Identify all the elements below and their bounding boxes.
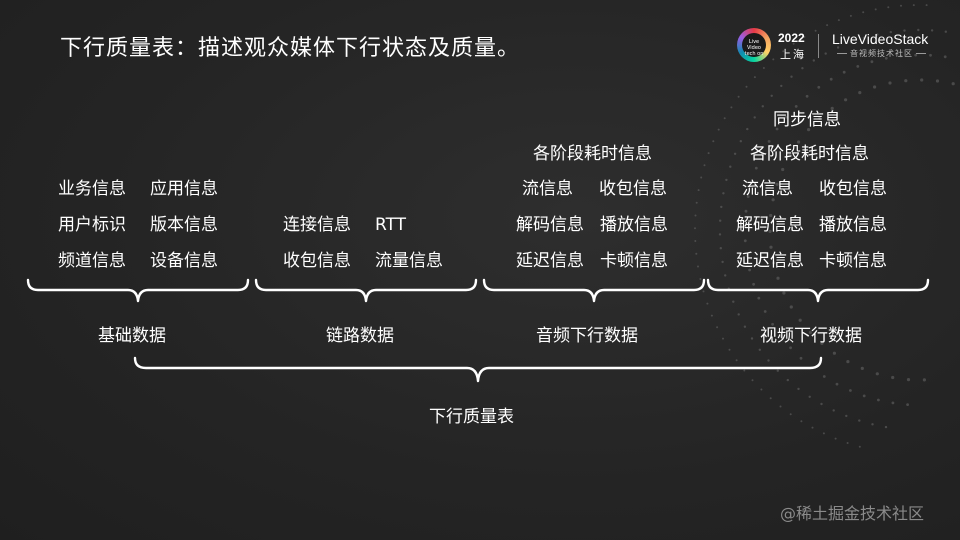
video-header-top: 同步信息: [773, 110, 841, 130]
link-item-1: 连接信息: [283, 215, 351, 235]
base-brace: [26, 278, 250, 303]
page-title: 下行质量表：描述观众媒体下行状态及质量。: [60, 36, 521, 61]
video-group-label: 视频下行数据: [760, 326, 862, 346]
logo-badge-text: Live Video tech on: [742, 33, 766, 57]
video-item-4: 播放信息: [819, 215, 887, 235]
logo-subtitle: 音视频技术社区: [834, 48, 929, 59]
audio-header: 各阶段耗时信息: [533, 144, 652, 164]
audio-item-6: 卡顿信息: [600, 251, 668, 271]
link-item-2: RTT: [375, 215, 407, 235]
video-brace: [706, 278, 930, 303]
logo-city: 上海: [780, 48, 806, 61]
link-item-4: 流量信息: [375, 251, 443, 271]
base-item-5: 频道信息: [58, 251, 126, 271]
audio-group-label: 音频下行数据: [536, 326, 638, 346]
link-item-3: 收包信息: [283, 251, 351, 271]
base-item-6: 设备信息: [150, 251, 218, 271]
video-header: 各阶段耗时信息: [750, 144, 869, 164]
video-item-2: 收包信息: [819, 179, 887, 199]
audio-item-3: 解码信息: [516, 215, 584, 235]
video-item-5: 延迟信息: [736, 251, 804, 271]
conference-logo-icon: Live Video tech on: [737, 28, 771, 62]
base-item-2: 应用信息: [150, 179, 218, 199]
link-group-label: 链路数据: [326, 326, 394, 346]
base-item-4: 版本信息: [150, 215, 218, 235]
audio-brace: [482, 278, 706, 303]
base-item-1: 业务信息: [58, 179, 126, 199]
watermark: @稀土掘金技术社区: [780, 504, 925, 523]
video-item-3: 解码信息: [736, 215, 804, 235]
base-item-3: 用户标识: [58, 215, 126, 235]
audio-item-4: 播放信息: [600, 215, 668, 235]
root-brace: [133, 356, 823, 383]
video-item-1: 流信息: [742, 179, 793, 199]
logo-year: 2022: [778, 31, 805, 45]
base-group-label: 基础数据: [98, 326, 166, 346]
audio-item-1: 流信息: [522, 179, 573, 199]
video-item-6: 卡顿信息: [819, 251, 887, 271]
audio-item-5: 延迟信息: [516, 251, 584, 271]
audio-item-2: 收包信息: [599, 179, 667, 199]
logo-brand: LiveVideoStack: [832, 31, 929, 47]
link-brace: [254, 278, 478, 303]
logo-divider: [818, 34, 819, 58]
root-label: 下行质量表: [429, 407, 514, 427]
